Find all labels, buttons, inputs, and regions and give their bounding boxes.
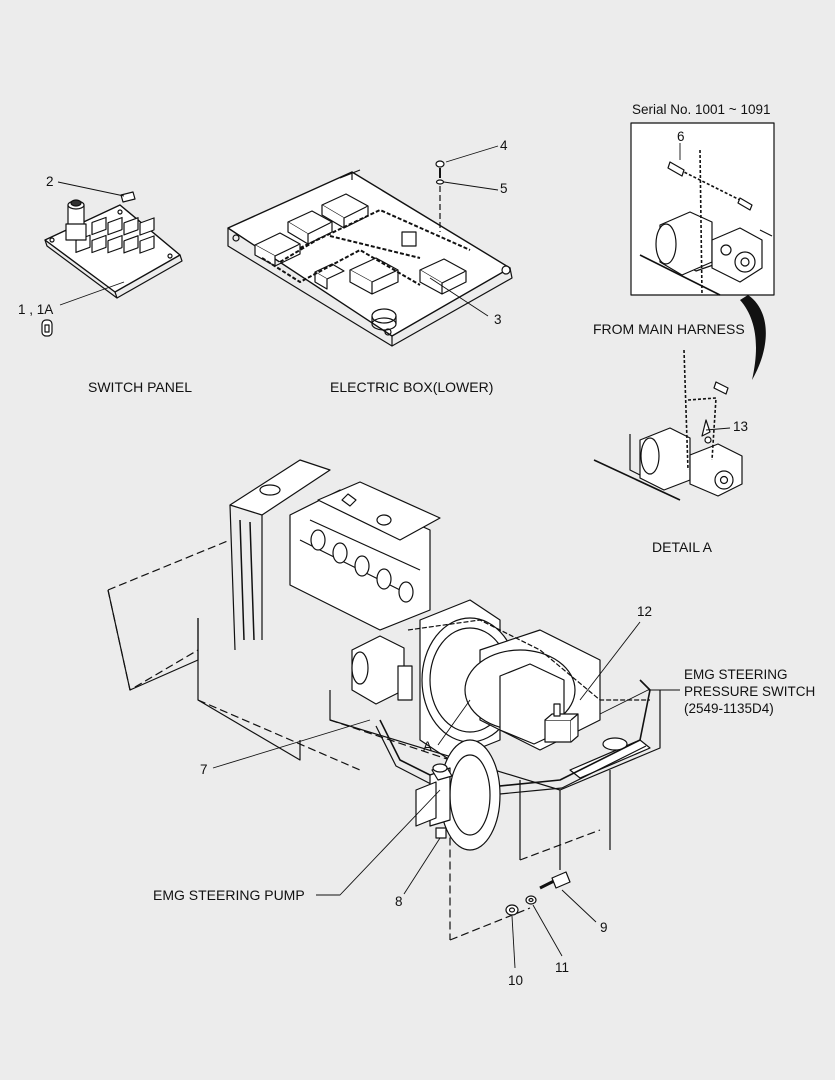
callout-4: 4 — [500, 138, 508, 153]
switch-panel-drawing — [41, 191, 183, 337]
serial-range-label: Serial No. 1001 ~ 1091 — [632, 102, 771, 117]
emg-pressure-switch-caption: EMG STEERING PRESSURE SWITCH (2549-1135D… — [684, 666, 815, 717]
emg-pressure-switch-line2: PRESSURE SWITCH — [684, 684, 816, 699]
serial-detail-box — [630, 122, 775, 296]
from-main-harness-caption: FROM MAIN HARNESS — [593, 321, 745, 337]
callout-11: 11 — [555, 960, 570, 975]
detail-arrow — [740, 295, 766, 380]
callout-6: 6 — [677, 129, 685, 144]
detail-a-caption: DETAIL A — [652, 539, 712, 555]
callout-1: 1 , 1A — [18, 302, 54, 317]
switch-panel-caption: SWITCH PANEL — [88, 379, 192, 395]
emg-steering-pump-caption: EMG STEERING PUMP — [153, 887, 305, 903]
callout-2: 2 — [46, 174, 54, 189]
callout-3: 3 — [494, 312, 502, 327]
callout-12: 12 — [637, 604, 653, 619]
engine-assembly-drawing — [107, 459, 661, 941]
emg-pressure-switch-line3: (2549-1135D4) — [684, 701, 774, 716]
detail-a-drawing — [593, 349, 743, 501]
callout-8: 8 — [395, 894, 403, 909]
callout-7: 7 — [200, 762, 208, 777]
emg-pressure-switch-line1: EMG STEERING — [684, 667, 788, 682]
leader-lines — [57, 143, 731, 969]
electric-box-caption: ELECTRIC BOX(LOWER) — [330, 379, 494, 395]
callout-13: 13 — [733, 419, 749, 434]
detail-a-marker: A — [423, 739, 433, 754]
electric-box-drawing — [227, 160, 513, 347]
callout-5: 5 — [500, 181, 508, 196]
callout-9: 9 — [600, 920, 608, 935]
callout-10: 10 — [508, 973, 524, 988]
